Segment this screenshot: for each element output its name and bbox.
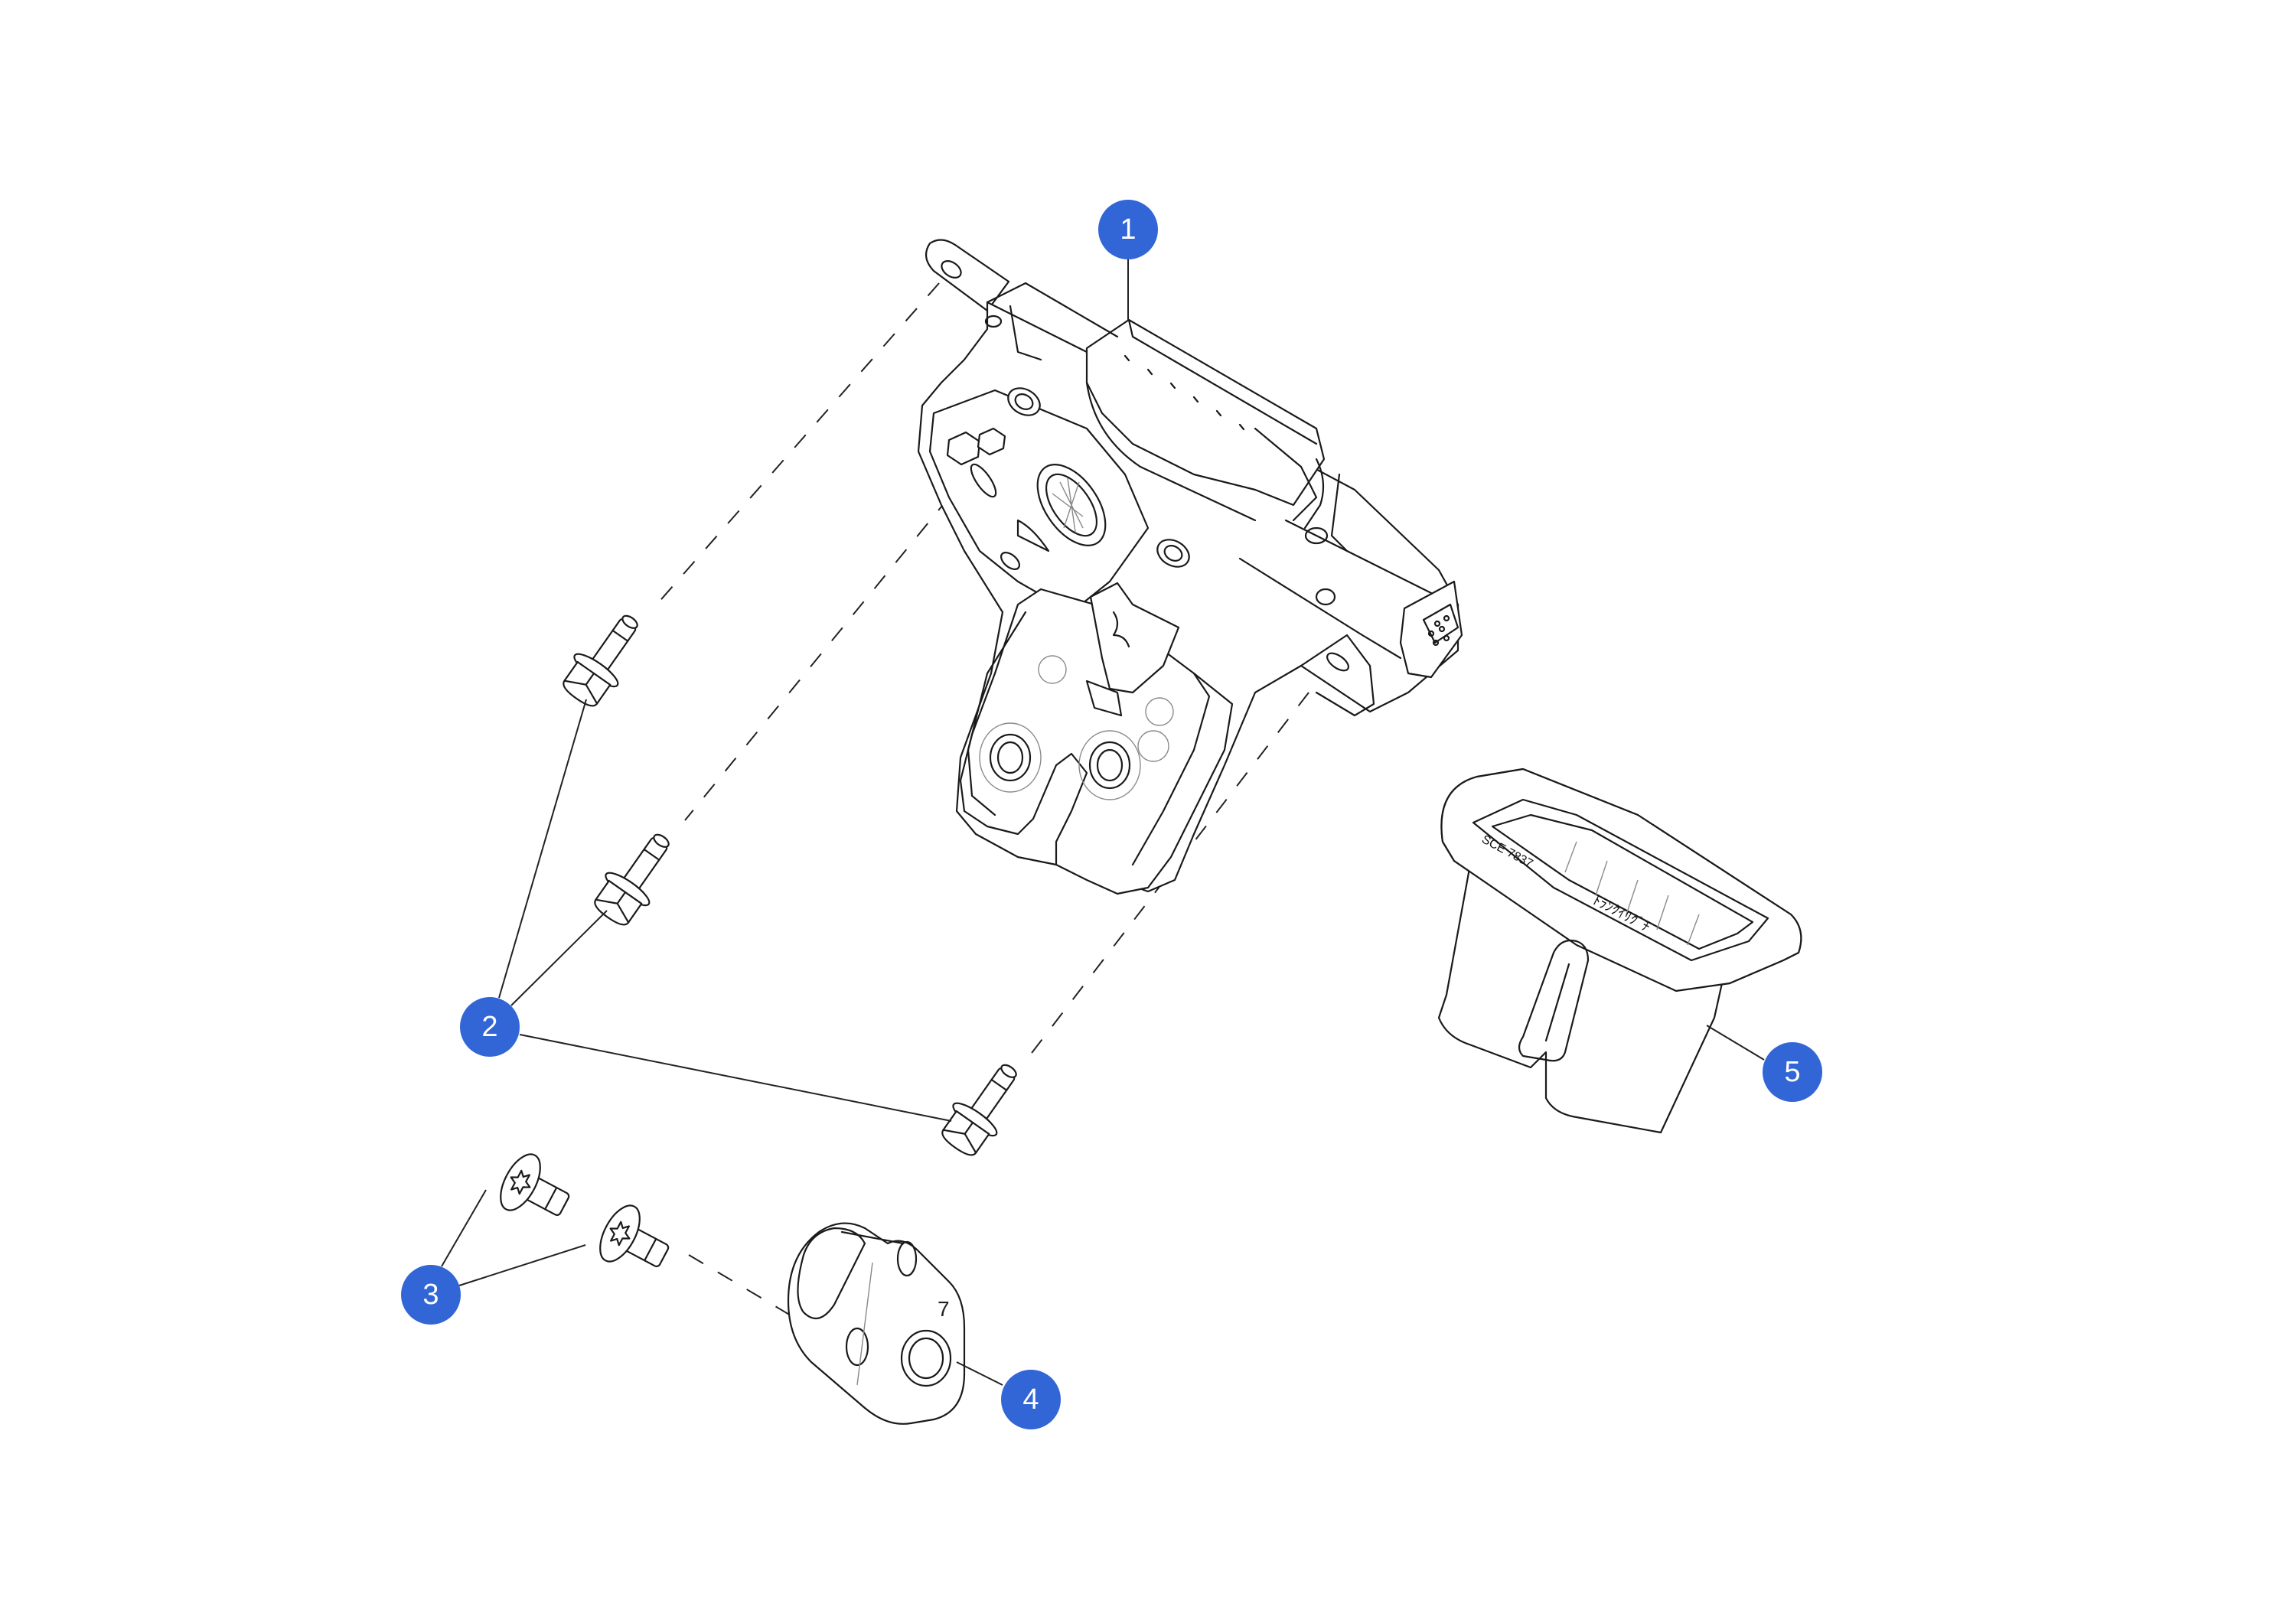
- callout-balloon-1[interactable]: 1: [1098, 200, 1158, 259]
- striker-drawing: 7: [787, 1222, 966, 1425]
- callout-label-2: 2: [481, 1011, 497, 1043]
- latch-assembly-drawing: [917, 239, 1463, 895]
- callout-balloon-5[interactable]: 5: [1763, 1042, 1822, 1102]
- leader-lines: [441, 259, 1765, 1386]
- torx-screw-2-drawing: [599, 1204, 670, 1267]
- callout-label-4: 4: [1022, 1383, 1039, 1416]
- callout-label-3: 3: [422, 1279, 439, 1311]
- flange-bolt-2-drawing: [594, 833, 670, 926]
- callout-balloon-3[interactable]: 3: [401, 1265, 461, 1325]
- flange-bolt-3-drawing: [941, 1064, 1017, 1156]
- callout-balloon-2[interactable]: 2: [460, 997, 520, 1057]
- flange-bolt-1-drawing: [563, 614, 638, 707]
- striker-mark: 7: [938, 1297, 950, 1321]
- handle-cover-drawing: SCE 7837 ﾄﾗﾝｸｲﾘｸﾞﾁ: [1437, 768, 1802, 1134]
- torx-screw-1-drawing: [500, 1153, 570, 1216]
- callout-balloon-4[interactable]: 4: [1001, 1370, 1061, 1429]
- assembly-guide-lines: [656, 282, 1309, 1328]
- callout-label-5: 5: [1784, 1056, 1800, 1088]
- callout-label-1: 1: [1120, 213, 1136, 246]
